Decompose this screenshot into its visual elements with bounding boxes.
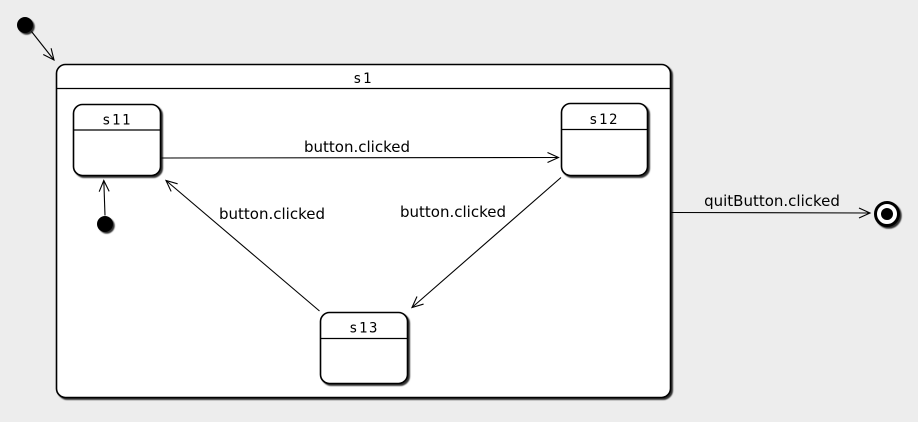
transition-initial-to-s1[interactable] <box>31 31 55 62</box>
transition-s13-to-s11-line[interactable] <box>164 179 320 312</box>
transition-s1-to-final-line[interactable] <box>671 207 872 219</box>
state-s11: s11 <box>72 103 162 177</box>
transition-s11-to-s12: button.clicked <box>161 138 560 164</box>
state-s11-label: s11 <box>102 113 132 129</box>
transition-s12-to-s13-line[interactable] <box>410 177 562 309</box>
initial-pseudostate-icon[interactable] <box>17 17 33 33</box>
state-s1: s1 <box>55 63 672 399</box>
transition-s12-to-s13: button.clicked <box>400 177 562 309</box>
final-state[interactable] <box>874 201 900 227</box>
final-state-inner-dot <box>881 208 893 220</box>
transition-s13-to-s11-label: button.clicked <box>219 205 325 223</box>
transition-s12-to-s13-label: button.clicked <box>400 203 506 221</box>
state-s11-shape[interactable] <box>72 103 162 177</box>
state-s12: s12 <box>560 102 649 177</box>
transition-s13-to-s11: button.clicked <box>164 179 325 312</box>
state-s12-label: s12 <box>589 112 619 128</box>
transition-s1-to-final: quitButton.clicked <box>671 192 872 219</box>
state-s1-label: s1 <box>353 71 373 87</box>
state-s1-shape[interactable] <box>55 63 672 399</box>
transition-s11-to-s12-line[interactable] <box>161 152 560 164</box>
state-s13-shape[interactable] <box>319 311 409 385</box>
state-s13-label: s13 <box>349 321 379 337</box>
state-s12-shape[interactable] <box>560 102 649 177</box>
state-s13: s13 <box>319 311 409 385</box>
transition-s11-to-s12-label: button.clicked <box>304 138 410 156</box>
transition-initial-to-s11[interactable] <box>98 179 110 216</box>
initial-pseudostate-s11-icon[interactable] <box>97 216 113 232</box>
transition-s1-to-final-label: quitButton.clicked <box>704 192 840 210</box>
